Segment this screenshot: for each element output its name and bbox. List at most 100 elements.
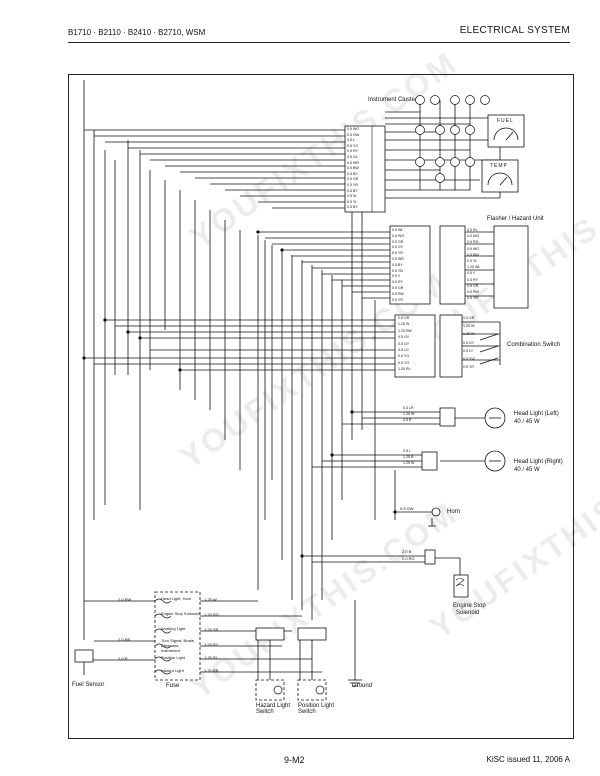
combo-left-wire-8: 0.5 YG xyxy=(398,360,410,365)
combo-switch-connector xyxy=(394,314,463,378)
flasher-right-wire-2: 0.5 WG xyxy=(467,234,480,239)
flasher-left-wire-9: 0.5 Y xyxy=(392,274,401,279)
label-fuse: Fuse xyxy=(166,683,180,689)
flasher-left-wire-10: 0.5 RY xyxy=(392,280,403,285)
diagram-frame xyxy=(68,74,574,739)
flasher-right-wire-11: 0.5 RW xyxy=(467,290,479,294)
flasher-left-wire-7: 0.5 BY xyxy=(392,262,403,267)
combo-left-wire-5: 0.5 GY xyxy=(398,341,410,346)
horn-wire-label: 0.5 GW xyxy=(400,506,414,511)
combo-left-wire-4: 0.5 GY xyxy=(398,335,410,340)
combo-right-wire-4: 0.5 GY xyxy=(463,340,475,345)
cluster-connector xyxy=(344,125,386,213)
flasher-right-wire-3: 0.5 RG xyxy=(467,240,479,245)
header-rule xyxy=(68,42,570,43)
fuel-sensor-icon xyxy=(74,649,94,675)
cluster-lamps xyxy=(415,95,490,183)
fuse-wire-out-5: 1.25 RL xyxy=(204,655,219,660)
flasher-left-wire-11: 0.5 GR xyxy=(392,286,404,290)
flasher-right-wire-9: 0.5 RY xyxy=(467,277,478,282)
headlight-right-wire-1: 0.5 L xyxy=(403,449,411,453)
cluster-wire-4: 0.5 YG xyxy=(347,143,359,148)
cluster-wire-2: 0.5 GW xyxy=(347,132,360,137)
flasher-left-wire-8: 0.5 YB xyxy=(392,268,403,273)
fuel-gauge-icon xyxy=(487,114,525,148)
cluster-wire-5: 0.5 RY xyxy=(347,149,358,154)
label-engine-stop-1: Engine Stop xyxy=(453,603,486,609)
head-light-right-icon xyxy=(421,450,506,472)
flasher-right-wire-4: 0.5 WG xyxy=(467,246,480,251)
fuse-wire-out-1: 1.25 W xyxy=(204,597,217,602)
label-horn: Horn xyxy=(447,509,461,515)
fuse-wire-out-3: 1.25 YR xyxy=(204,627,219,632)
cluster-wire-12: 0.5 BY xyxy=(347,188,358,193)
cluster-wire-10: 0.5 GR xyxy=(347,177,359,182)
headlight-left-wire-1: 0.5 LR xyxy=(403,406,414,410)
combo-left-wire-9: 1.25 RL xyxy=(398,367,411,372)
flasher-right-wire-8: 0.5 Y xyxy=(467,271,476,276)
combo-right-wire-7: 0.5 YR xyxy=(463,365,474,370)
hazard-switch-icon xyxy=(255,627,285,701)
flasher-right-wire-5: 0.5 BW xyxy=(467,252,479,257)
combo-right-wire-5: 0.5 LY xyxy=(463,348,474,353)
cluster-wire-13: 0.5 W xyxy=(347,194,357,199)
fuse-item-2: Engine Stop Solenoid xyxy=(161,611,200,616)
fuse-box xyxy=(154,591,201,681)
flasher-left-wire-4: 0.5 GY xyxy=(392,245,404,250)
flasher-unit-box xyxy=(493,225,529,309)
watermarks: YOUFIXTHIS.COM YOUFIXTHIS.COM YOUFIXTHIS… xyxy=(173,44,600,706)
temp-gauge-icon xyxy=(481,159,519,193)
label-flasher-unit: Flasher / Hazard Unit xyxy=(487,216,544,222)
label-position-switch-2: Switch xyxy=(298,709,316,715)
flasher-right-wire-7: 1.25 WL xyxy=(467,265,481,270)
headlight-right-wire-2: 1.25 B xyxy=(403,455,414,459)
flasher-left-wire-13: 0.5 YR xyxy=(392,297,403,302)
solenoid-wire-1: 2.0 B xyxy=(402,549,412,554)
fuse-wire-out-4: 1.25 RY xyxy=(204,642,219,647)
flasher-right-wire-6: 0.5 YL xyxy=(467,259,478,263)
headlight-right-wire-3: 1.25 W xyxy=(403,461,415,465)
fuse-elements xyxy=(154,598,172,675)
cluster-wire-8: 0.5 BW xyxy=(347,166,359,171)
cluster-wire-1: 0.5 WG xyxy=(347,127,360,131)
flasher-left-wire-6: 0.5 WR xyxy=(392,257,404,261)
header-section: ELECTRICAL SYSTEM xyxy=(459,25,570,36)
solenoid-wire-2: 2.0 RG xyxy=(402,556,415,561)
label-position-switch-1: Position Light xyxy=(298,703,335,709)
label-head-light-right: Head Light (Right) xyxy=(514,459,563,465)
horn-icon xyxy=(428,507,441,527)
wire-bundle xyxy=(83,80,501,680)
combo-right-wire-1: 0.5 GR xyxy=(463,316,475,320)
fuse-wire-in-3: 2.0 RB xyxy=(118,637,131,642)
fuse-wire-out-6: 1.25 RB xyxy=(204,668,219,673)
page-number: 9-M2 xyxy=(284,755,305,765)
flasher-left-wire-1: 0.5 WL xyxy=(392,228,404,232)
label-engine-stop-2: Solenoid xyxy=(456,610,480,616)
position-switch-icon xyxy=(297,627,327,701)
combo-left-wire-6: 0.5 LG xyxy=(398,348,409,352)
head-light-left-icon xyxy=(439,407,506,429)
combo-right-wire-6: 0.5 YW xyxy=(463,357,475,361)
watermark-3: YOUFIXTHIS.COM xyxy=(183,494,464,706)
cluster-wire-7: 0.5 WR xyxy=(347,160,359,165)
watermark-5: YOUFIXTHIS.COM xyxy=(423,434,600,646)
fuse-item-6: Hazard Light xyxy=(161,668,184,673)
label-fuel-sensor: Fuel Sensor xyxy=(72,682,105,688)
ground-icon xyxy=(348,679,362,687)
solenoid-icon xyxy=(424,549,469,598)
label-hazard-switch-2: Switch xyxy=(256,709,274,715)
junction-dots xyxy=(82,230,397,558)
combo-right-wire-2: 1.25 W xyxy=(463,324,475,329)
fuse-wire-in-1: 2.0 RW xyxy=(118,597,132,602)
flasher-right-wire-1: 0.5 RL xyxy=(467,228,478,232)
issue-label: KiSC issued 11, 2006 A xyxy=(486,755,570,764)
label-fuel: FUEL xyxy=(497,118,514,124)
combo-right-wire-3: 1.25 W xyxy=(463,332,475,337)
fuse-item-4: Turn Signal, Brake, Alternator, Instrume… xyxy=(161,638,196,653)
label-head-light-left: Head Light (Left) xyxy=(514,411,559,417)
flasher-right-wire-10: 0.5 GR xyxy=(467,283,479,288)
label-temp: TEMP xyxy=(490,163,508,169)
label-hazard-switch-1: Hazard Light xyxy=(256,703,291,709)
label-ground: Ground xyxy=(352,683,373,689)
